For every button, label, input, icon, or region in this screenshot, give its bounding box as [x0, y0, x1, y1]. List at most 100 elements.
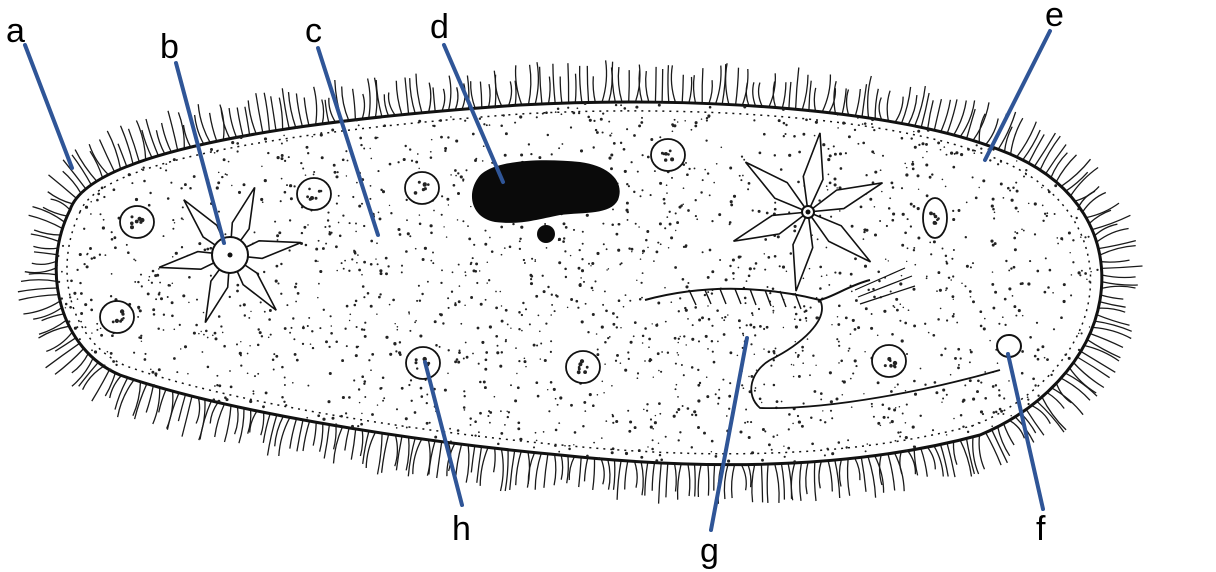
food-particle	[416, 367, 418, 369]
stipple-dot	[367, 97, 369, 99]
stipple-dot	[195, 324, 198, 327]
stipple-dot	[994, 473, 997, 476]
stipple-dot	[83, 263, 85, 265]
stipple-dot	[685, 245, 687, 247]
stipple-dot	[470, 296, 473, 299]
stipple-dot	[229, 131, 231, 133]
stipple-dot	[364, 473, 366, 475]
stipple-dot	[369, 198, 371, 200]
stipple-dot	[148, 279, 150, 281]
cilium	[641, 462, 643, 496]
cilium	[535, 453, 541, 490]
stipple-dot	[246, 462, 249, 465]
stipple-dot	[357, 254, 359, 256]
stipple-dot	[837, 127, 839, 129]
food-particle	[308, 188, 311, 191]
stipple-dot	[945, 261, 947, 263]
stipple-dot	[758, 308, 760, 310]
stipple-dot	[780, 168, 783, 171]
cilium	[480, 82, 481, 108]
cilium	[1065, 373, 1097, 396]
stipple-dot	[784, 133, 786, 135]
stipple-dot	[819, 266, 822, 269]
stipple-dot	[604, 363, 606, 365]
stipple-dot	[880, 108, 883, 111]
stipple-dot	[905, 422, 907, 424]
stipple-dot	[252, 390, 254, 392]
stipple-dot	[582, 460, 584, 462]
stipple-dot	[121, 413, 124, 416]
stipple-dot	[210, 275, 212, 277]
stipple-dot	[827, 148, 829, 150]
stipple-dot	[327, 219, 329, 221]
stipple-dot	[718, 389, 720, 391]
stipple-dot	[1108, 205, 1110, 207]
food-vacuole	[566, 351, 600, 383]
cilium	[146, 386, 153, 413]
stipple-dot	[204, 248, 207, 251]
stipple-dot	[806, 320, 808, 322]
stipple-dot	[270, 334, 272, 336]
stipple-dot	[489, 237, 491, 239]
stipple-dot	[363, 296, 365, 298]
stipple-dot	[289, 219, 291, 221]
stipple-dot	[279, 438, 281, 440]
stipple-dot	[149, 471, 152, 474]
cilium	[1056, 155, 1076, 182]
stipple-dot	[122, 100, 124, 102]
stipple-dot	[385, 336, 388, 339]
stipple-dot	[636, 280, 637, 281]
stipple-dot	[631, 161, 633, 163]
food-particle	[664, 158, 667, 161]
stipple-dot	[701, 118, 703, 120]
stipple-dot	[284, 327, 287, 330]
stipple-dot	[695, 215, 697, 217]
stipple-dot	[432, 262, 434, 264]
cilium	[382, 434, 389, 473]
stipple-dot	[464, 271, 466, 273]
vacuole-pore	[228, 253, 233, 258]
cilium	[775, 464, 779, 503]
stipple-dot	[284, 160, 286, 162]
stipple-dot	[666, 184, 668, 186]
stipple-dot	[865, 307, 868, 310]
stipple-dot	[694, 167, 696, 169]
stipple-dot	[420, 387, 423, 390]
stipple-dot	[507, 323, 509, 325]
stipple-dot	[260, 198, 263, 201]
food-particle	[415, 358, 418, 361]
stipple-dot	[848, 350, 850, 352]
stipple-dot	[959, 447, 961, 449]
stipple-dot	[211, 101, 213, 103]
stipple-dot	[901, 275, 903, 277]
stipple-dot	[809, 374, 811, 376]
stipple-dot	[686, 173, 689, 176]
cilium	[652, 463, 654, 491]
stipple-dot	[401, 271, 403, 273]
cilium	[796, 68, 799, 110]
stipple-dot	[864, 351, 865, 352]
stipple-dot	[408, 311, 410, 313]
stipple-dot	[913, 247, 915, 249]
stipple-dot	[957, 367, 960, 370]
cilium	[781, 464, 784, 500]
stipple-dot	[718, 397, 721, 400]
cilium	[248, 100, 256, 133]
stipple-dot	[487, 415, 489, 417]
stipple-dot	[86, 453, 88, 455]
stipple-dot	[277, 282, 279, 284]
stipple-dot	[275, 459, 277, 461]
stipple-dot	[123, 415, 125, 417]
stipple-dot	[240, 341, 241, 342]
cilium	[973, 437, 979, 474]
stipple-dot	[448, 95, 451, 98]
stipple-dot	[854, 328, 857, 331]
stipple-dot	[767, 256, 770, 259]
stipple-dot	[384, 108, 386, 110]
stipple-dot	[472, 353, 474, 355]
stipple-dot	[366, 469, 368, 471]
stipple-dot	[323, 309, 325, 311]
stipple-dot	[363, 383, 365, 385]
stipple-dot	[239, 305, 241, 307]
stipple-dot	[1065, 173, 1068, 176]
